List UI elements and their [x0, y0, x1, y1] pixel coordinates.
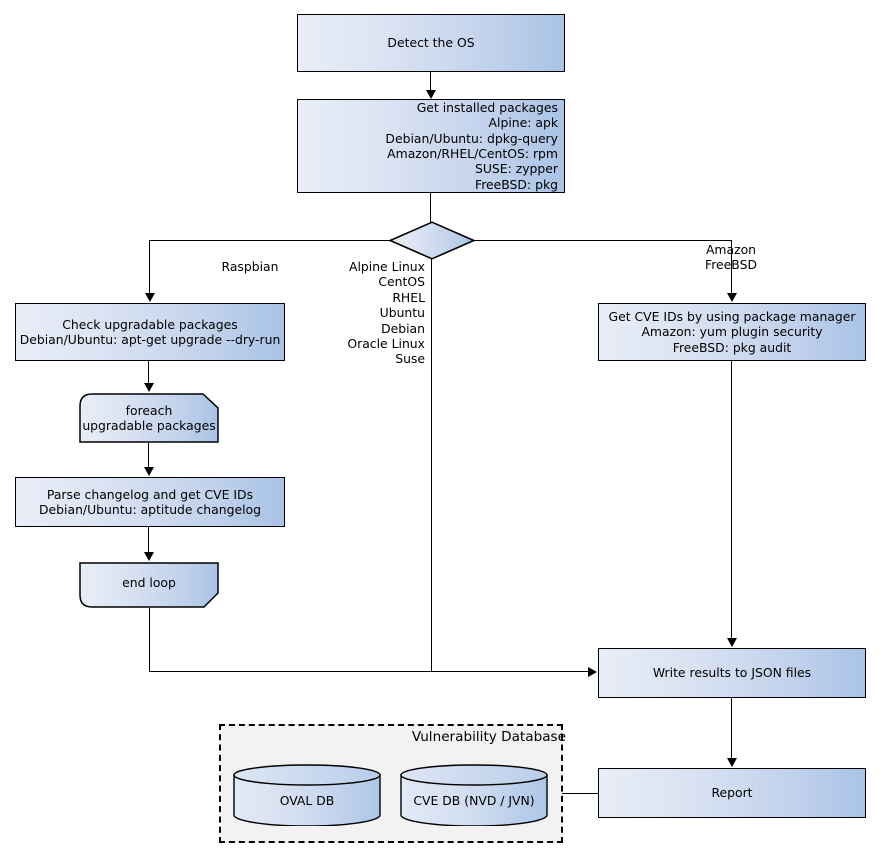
arrow-foreach-to-parse — [144, 467, 154, 476]
arrow-getcve-to-write-results — [727, 638, 737, 647]
node-check-upgradable-packages-label: Check upgradable packages Debian/Ubuntu:… — [19, 316, 281, 347]
edge-decision-right-vertical — [731, 240, 733, 293]
node-write-results-label: Write results to JSON files — [652, 665, 812, 681]
database-cve-db[interactable]: CVE DB (NVD / JVN) — [400, 764, 548, 827]
cylinder-shape — [233, 764, 381, 827]
node-detect-os[interactable]: Detect the OS — [297, 14, 565, 72]
arrow-check-to-foreach — [144, 383, 154, 392]
arrow-detect-to-packages — [426, 90, 436, 99]
edge-detect-to-packages — [430, 72, 432, 91]
edge-rail-to-write-results — [149, 671, 590, 673]
edge-write-results-to-report — [731, 698, 733, 758]
edge-vulndb-to-report — [562, 793, 599, 795]
edge-decision-left-vertical — [149, 240, 151, 293]
loop-end-shape — [79, 562, 219, 608]
edge-decision-right-horizontal — [474, 240, 732, 242]
node-get-cve-ids-label: Get CVE IDs by using package manager Ama… — [608, 308, 856, 355]
node-report[interactable]: Report — [598, 768, 866, 818]
edge-check-to-foreach — [148, 361, 150, 384]
node-detect-os-label: Detect the OS — [387, 35, 475, 51]
arrow-parse-to-endloop — [144, 552, 154, 561]
edge-packages-to-decision — [430, 193, 432, 222]
edge-decision-middle-vertical — [431, 259, 433, 672]
node-foreach-loop-start[interactable]: foreach upgradable packages — [79, 393, 219, 443]
database-cve-db-label: CVE DB (NVD / JVN) — [413, 793, 535, 808]
edge-label-amazon-freebsd: Amazon FreeBSD — [705, 242, 757, 273]
node-parse-changelog[interactable]: Parse changelog and get CVE IDs Debian/U… — [15, 477, 285, 527]
node-report-label: Report — [711, 785, 753, 801]
node-get-cve-ids[interactable]: Get CVE IDs by using package manager Ama… — [598, 303, 866, 361]
edge-label-middle-distros: Alpine Linux CentOS RHEL Ubuntu Debian O… — [347, 259, 425, 367]
edge-label-raspbian: Raspbian — [221, 259, 279, 274]
node-foreach-loop-start-label: foreach upgradable packages — [82, 402, 216, 433]
arrow-rail-to-write-results — [588, 667, 597, 677]
edge-foreach-to-parse — [148, 442, 150, 467]
node-parse-changelog-label: Parse changelog and get CVE IDs Debian/U… — [39, 486, 261, 517]
edge-endloop-to-rail — [149, 608, 151, 672]
edge-parse-to-endloop — [148, 527, 150, 552]
edge-getcve-to-write-results — [731, 361, 733, 638]
node-end-loop[interactable]: end loop — [79, 562, 219, 608]
node-write-results[interactable]: Write results to JSON files — [598, 648, 866, 698]
node-get-installed-packages-label: Get installed packages Alpine: apk Debia… — [385, 99, 558, 192]
node-get-installed-packages[interactable]: Get installed packages Alpine: apk Debia… — [297, 99, 565, 193]
arrow-write-results-to-report — [727, 758, 737, 767]
arrow-decision-to-get-cve-ids — [727, 293, 737, 302]
vulnerability-database-title: Vulnerability Database — [411, 729, 566, 745]
node-end-loop-label: end loop — [122, 575, 176, 591]
decision-diamond-shape — [388, 221, 476, 260]
node-check-upgradable-packages[interactable]: Check upgradable packages Debian/Ubuntu:… — [15, 303, 285, 361]
edge-decision-left-horizontal — [149, 240, 390, 242]
node-os-decision[interactable] — [388, 221, 476, 260]
database-oval-db-label: OVAL DB — [279, 793, 335, 808]
arrow-decision-to-check-upgradable — [145, 293, 155, 302]
loop-start-shape — [79, 393, 219, 443]
database-oval-db[interactable]: OVAL DB — [233, 764, 381, 827]
cylinder-shape — [400, 764, 548, 827]
